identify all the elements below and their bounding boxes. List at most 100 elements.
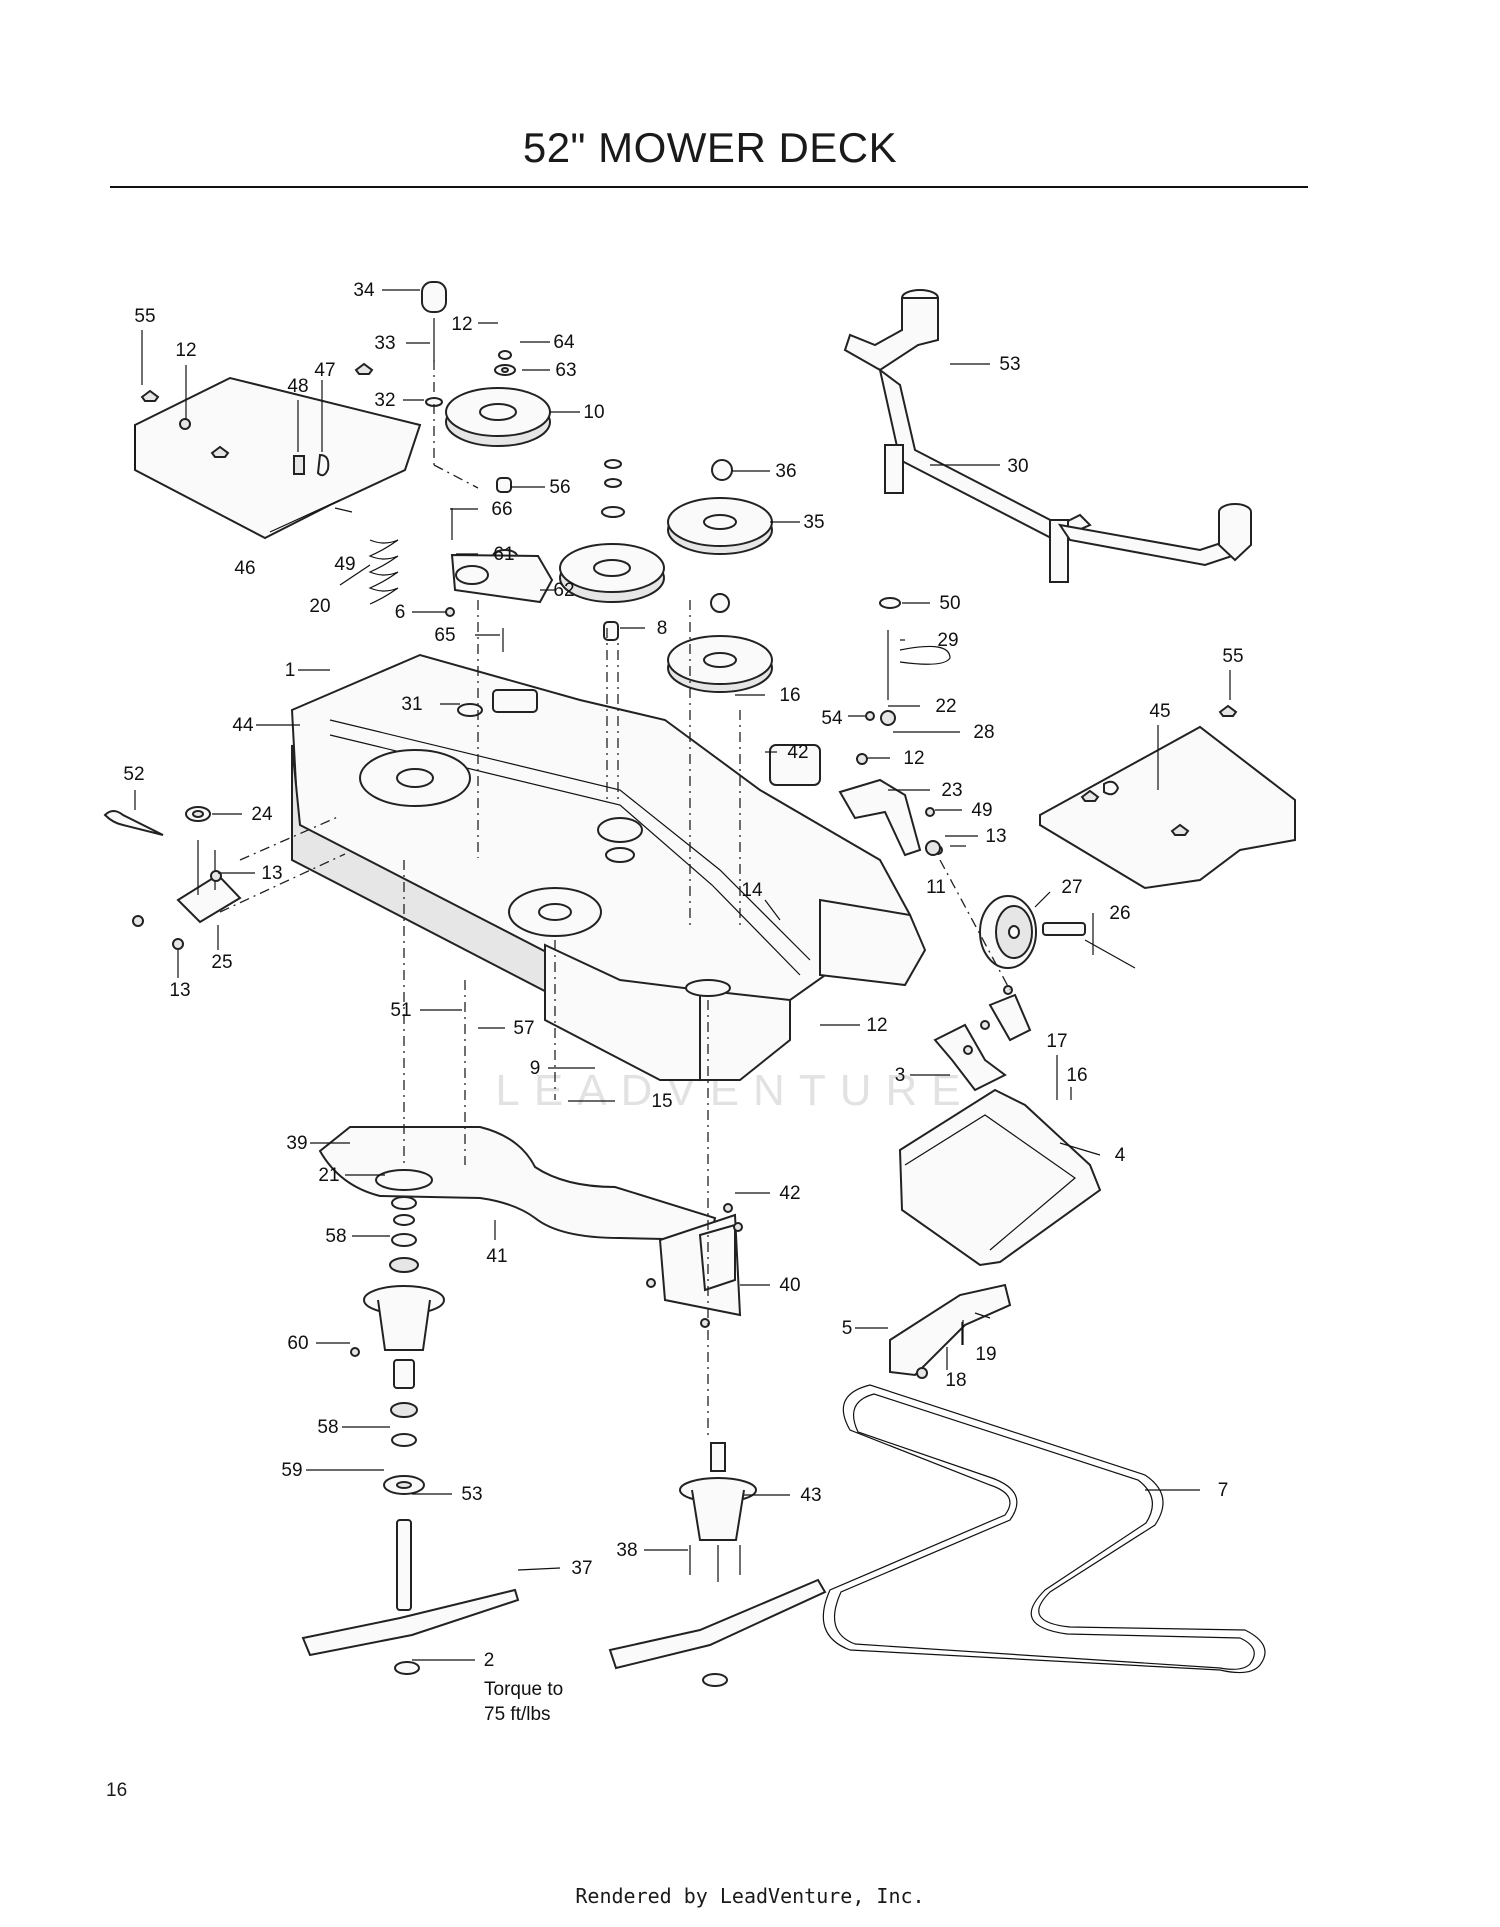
lift-rod-29 [865,597,951,726]
washer-24 [185,806,211,822]
callout-45: 45 [1149,701,1170,722]
callout-52: 52 [123,764,144,785]
callout-53: 53 [999,354,1020,375]
right-deck-cover [1039,704,1296,890]
callout-58: 58 [325,1226,346,1247]
callout-32: 32 [374,390,395,411]
callout-19: 19 [975,1344,996,1365]
callout-61: 61 [493,544,514,565]
callout-16: 16 [1066,1065,1087,1086]
callout-15: 15 [651,1091,672,1112]
callout-63: 63 [555,360,576,381]
callout-26: 26 [1109,903,1130,924]
chute-bracket-5 [889,1283,1012,1379]
callout-6: 6 [395,602,406,623]
callout-38: 38 [616,1540,637,1561]
callout-12: 12 [175,340,196,361]
callout-49: 49 [334,554,355,575]
callout-11: 11 [926,877,946,898]
discharge-chute-4 [898,1088,1102,1267]
blade-left-37 [301,1588,520,1675]
leader-lines [134,289,1231,1661]
callout-4: 4 [1115,1145,1126,1166]
callout-9: 9 [530,1058,541,1079]
callout-42: 42 [779,1183,800,1204]
callout-42: 42 [787,742,808,763]
callout-17: 17 [1046,1031,1067,1052]
callout-14: 14 [741,880,763,901]
callout-2: 2 [484,1650,495,1671]
callout-62: 62 [553,580,574,601]
callout-57: 57 [513,1018,534,1039]
callout-28: 28 [973,722,994,743]
hairpin-52 [103,810,164,836]
callout-36: 36 [775,461,796,482]
left-spindle-assembly [350,1169,445,1611]
callout-labels: 34 55 12 33 12 64 63 48 47 32 10 53 30 5… [123,280,1243,1671]
spring-20 [368,539,399,605]
callout-53: 53 [461,1484,482,1505]
callout-20: 20 [309,596,330,617]
blade-right [608,1578,827,1687]
mount-plate-40 [646,1203,743,1328]
idler-stack-left [421,281,554,652]
callout-30: 30 [1007,456,1028,477]
callout-8: 8 [657,618,668,639]
pulley-stack-right [667,459,773,693]
callout-46: 46 [234,558,255,579]
idler-stack-center [559,459,665,641]
callout-34: 34 [353,280,375,301]
callout-18: 18 [945,1370,966,1391]
callout-27: 27 [1061,877,1082,898]
callout-35: 35 [803,512,824,533]
callout-58: 58 [317,1417,338,1438]
callout-43: 43 [800,1485,821,1506]
callout-24: 24 [251,804,273,825]
callout-37: 37 [571,1558,592,1579]
callout-40: 40 [779,1275,800,1296]
callout-25: 25 [211,952,232,973]
callout-12: 12 [903,748,924,769]
callout-3: 3 [895,1065,906,1086]
lift-frame-30 [843,289,1252,583]
callout-56: 56 [549,477,570,498]
callout-51: 51 [390,1000,411,1021]
callout-1: 1 [285,660,296,681]
callout-55: 55 [1222,646,1243,667]
bracket-23 [838,753,943,857]
callout-13: 13 [985,826,1006,847]
gauge-wheel [925,840,1136,969]
callout-29: 29 [937,630,958,651]
callout-54: 54 [821,708,843,729]
callout-16: 16 [779,685,800,706]
callout-31: 31 [401,694,422,715]
callout-10: 10 [583,402,604,423]
torque-note-line2: 75 ft/lbs [484,1704,551,1725]
callout-49: 49 [971,800,992,821]
baffle-39 [318,1126,717,1242]
callout-60: 60 [287,1333,308,1354]
alignment-lines [219,360,1011,1440]
callout-47: 47 [314,360,335,381]
callout-44: 44 [232,715,254,736]
deck-belt-7 [822,1384,1266,1674]
footer-credit: Rendered by LeadVenture, Inc. [575,1884,925,1908]
callout-12: 12 [866,1015,887,1036]
callout-55: 55 [134,306,155,327]
callout-64: 64 [553,332,575,353]
callout-12: 12 [451,314,472,335]
callout-22: 22 [935,696,956,717]
callout-65: 65 [434,625,455,646]
left-deck-cover [134,362,422,540]
mower-deck-shell [290,653,927,1082]
right-spindle-43 [679,1442,757,1582]
callout-41: 41 [486,1246,507,1267]
callout-66: 66 [491,499,512,520]
page-number: 16 [106,1780,128,1801]
callout-33: 33 [374,333,395,354]
bracket-25 [132,840,242,950]
callout-50: 50 [939,593,960,614]
callout-5: 5 [842,1318,853,1339]
title-rule [110,186,1308,188]
